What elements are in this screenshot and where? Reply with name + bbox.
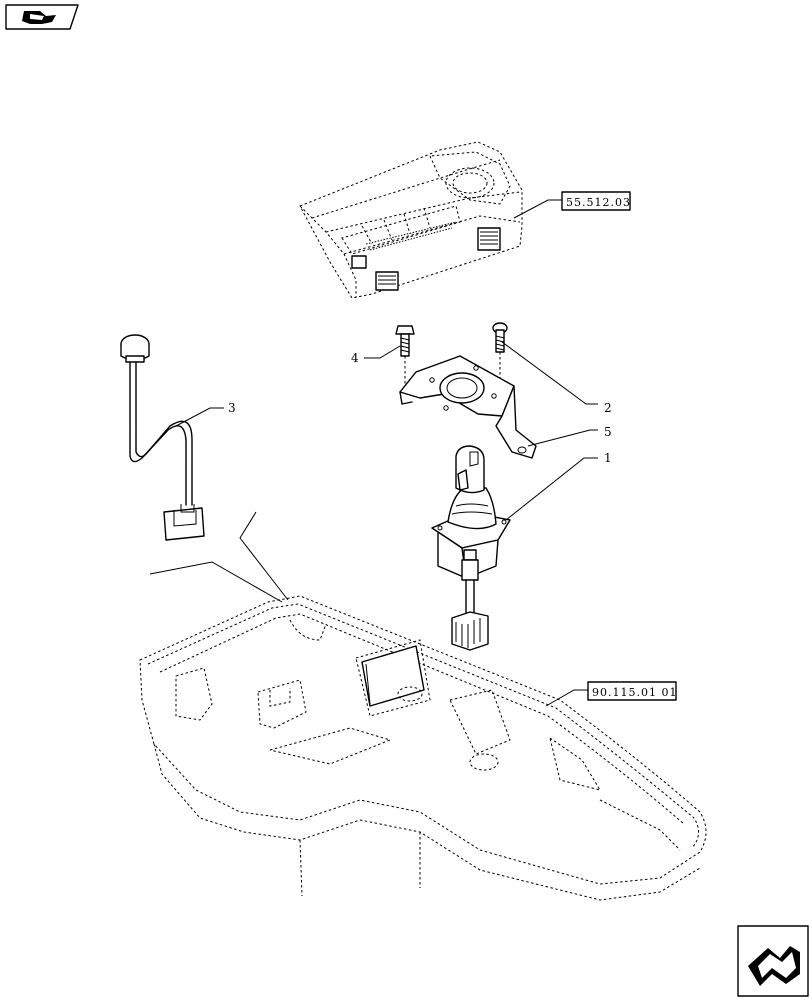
callout-1[interactable]: 1 [505, 451, 612, 521]
callout-5[interactable]: 5 [527, 425, 612, 447]
book-flag-icon [5, 4, 79, 30]
callout-5-label: 5 [604, 425, 612, 439]
console-opening-leaders [149, 511, 289, 603]
callout-3-label: 3 [228, 401, 236, 415]
switch-with-cable [120, 334, 205, 541]
upper-control-panel [299, 141, 523, 299]
armrest-console [139, 595, 707, 901]
reference-top-panel-label: 55.512.03 [566, 196, 631, 209]
reference-box-top-panel[interactable]: 55.512.03 [513, 191, 631, 219]
callout-4-label: 4 [351, 351, 359, 365]
callout-3[interactable]: 3 [175, 401, 236, 427]
next-page-arrow-icon[interactable] [737, 925, 809, 997]
callout-4[interactable]: 4 [351, 345, 401, 365]
mounting-bracket [399, 355, 537, 459]
callout-2-label: 2 [604, 401, 612, 415]
joystick-assembly [431, 445, 511, 651]
reference-box-console[interactable]: 90.115.01 01 [545, 681, 677, 707]
callout-1-label: 1 [604, 451, 612, 465]
bolt-item-2 [492, 322, 508, 382]
reference-console-label: 90.115.01 01 [592, 686, 677, 699]
callout-2[interactable]: 2 [501, 341, 612, 415]
bolt-item-4 [395, 325, 415, 388]
